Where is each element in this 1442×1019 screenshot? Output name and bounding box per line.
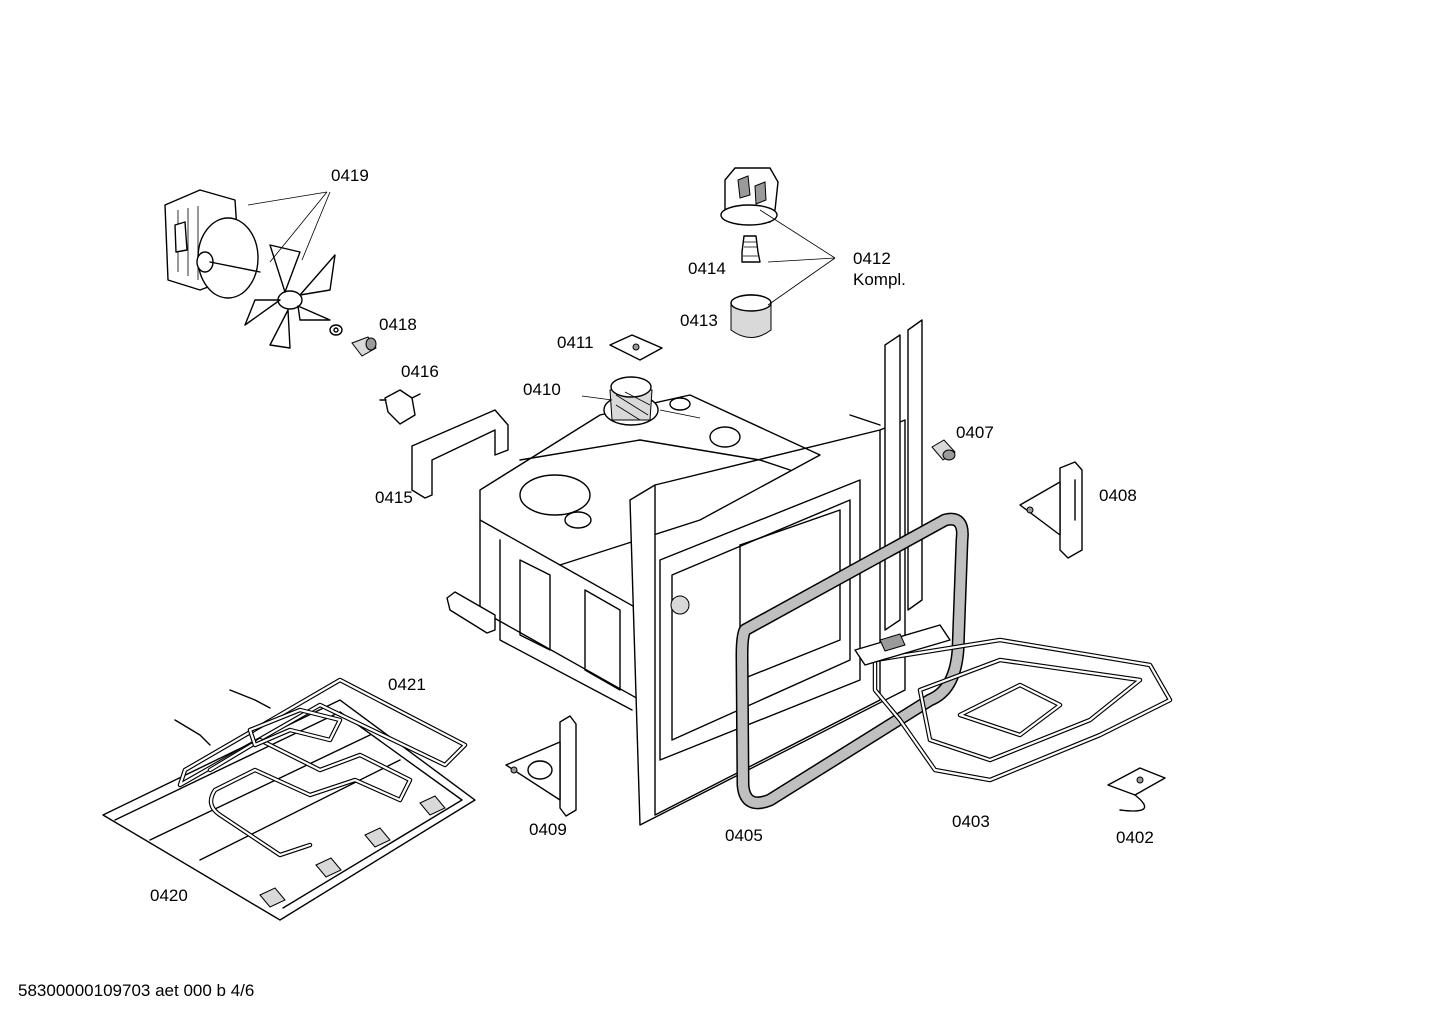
door-seal: [735, 512, 969, 810]
clip-0416: [379, 389, 421, 425]
label-0413: 0413: [680, 311, 718, 330]
label-0412: 0412: [853, 249, 891, 268]
fan-wheel: [244, 244, 336, 349]
label-0416: 0416: [401, 362, 439, 381]
grill-element: [854, 624, 1173, 783]
bottom-heater: [174, 677, 468, 858]
lamp-holder-0410: [603, 376, 659, 426]
leader-lines: [247, 191, 836, 419]
fan-nut: [329, 324, 377, 357]
label-0415: 0415: [375, 488, 413, 507]
label-0421: 0421: [388, 675, 426, 694]
bracket-0402: [1107, 767, 1166, 812]
label-0408: 0408: [1099, 486, 1137, 505]
knob-0407: [931, 439, 956, 461]
bracket-0408: [1019, 461, 1083, 559]
label-0405: 0405: [725, 826, 763, 845]
label-0420: 0420: [150, 886, 188, 905]
bracket-0415: [411, 409, 509, 499]
bracket-0409: [505, 715, 577, 817]
fan-motor: [164, 189, 261, 299]
label-0402: 0402: [1116, 828, 1154, 847]
drawing-reference: 58300000109703 aet 000 b 4/6: [18, 981, 255, 1000]
label-0411: 0411: [557, 333, 594, 352]
lamp-housing-0412: [720, 167, 779, 226]
label-0412-kompl: Kompl.: [853, 270, 906, 289]
lamp-cover-0413: [730, 294, 772, 338]
label-0414: 0414: [688, 259, 726, 278]
label-0410: 0410: [523, 380, 561, 399]
lamp-bulb-0414: [741, 235, 761, 263]
label-0419: 0419: [331, 166, 369, 185]
clip-0411: [609, 334, 663, 361]
label-0409: 0409: [529, 820, 567, 839]
label-0407: 0407: [956, 423, 994, 442]
label-0403: 0403: [952, 812, 990, 831]
label-0418: 0418: [379, 315, 417, 334]
